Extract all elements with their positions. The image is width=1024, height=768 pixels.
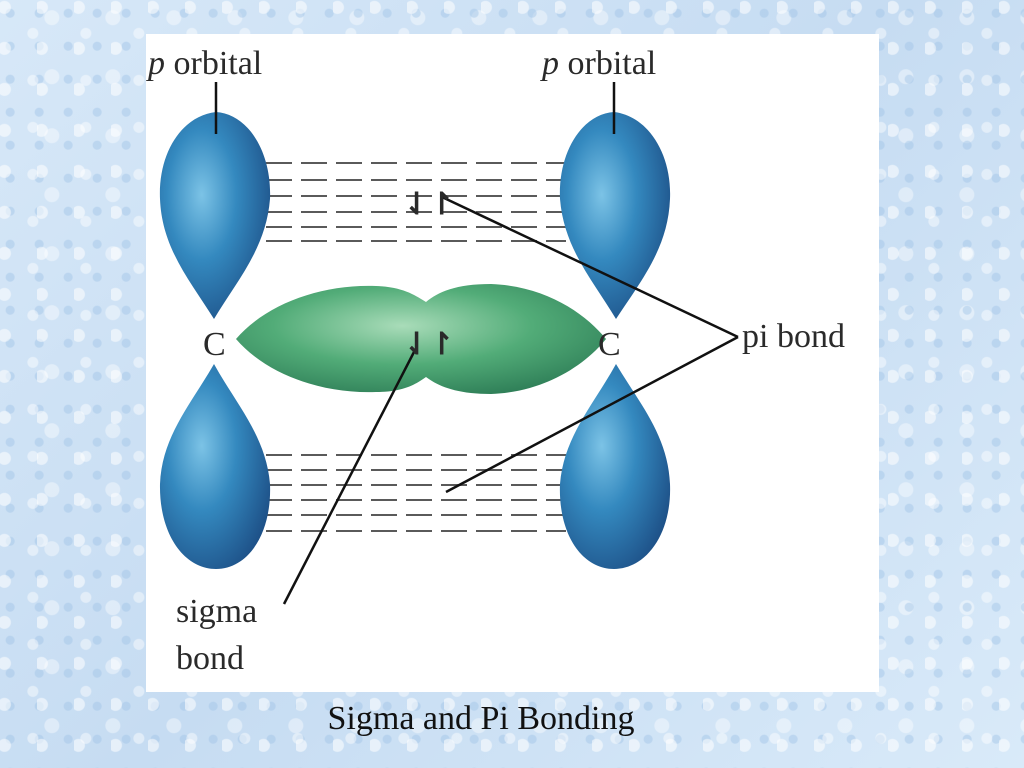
p-orbital-label-right: p orbital [540,45,656,82]
pi-overlap-lines-bottom [266,454,566,532]
slide-caption: Sigma and Pi Bonding [327,700,635,737]
diagram-panel: p orbital p orbital C C pi bond sigma bo… [146,34,879,692]
sigma-orbital [236,284,606,394]
p-orbital-lobe-left-bottom [159,364,271,569]
pi-bond-label: pi bond [742,318,845,355]
bonding-diagram: p orbital p orbital C C pi bond sigma bo… [146,45,845,677]
sigma-bond-label-line2: bond [176,640,244,677]
p-orbital-lobe-right-bottom [559,364,671,569]
carbon-label-left: C [203,326,226,363]
sigma-bond-label-line1: sigma [176,593,257,630]
leader-lines [214,82,739,605]
p-orbital-label-left: p orbital [146,45,262,82]
pi-overlap-lines-top [266,162,566,242]
electron-pair-center: ⇃↾ [404,328,454,361]
electron-pair-top: ⇃↾ [404,188,454,221]
p-orbital-lobe-right-top [559,112,671,319]
carbon-label-right: C [598,326,621,363]
p-orbital-lobe-left-top [159,112,271,319]
